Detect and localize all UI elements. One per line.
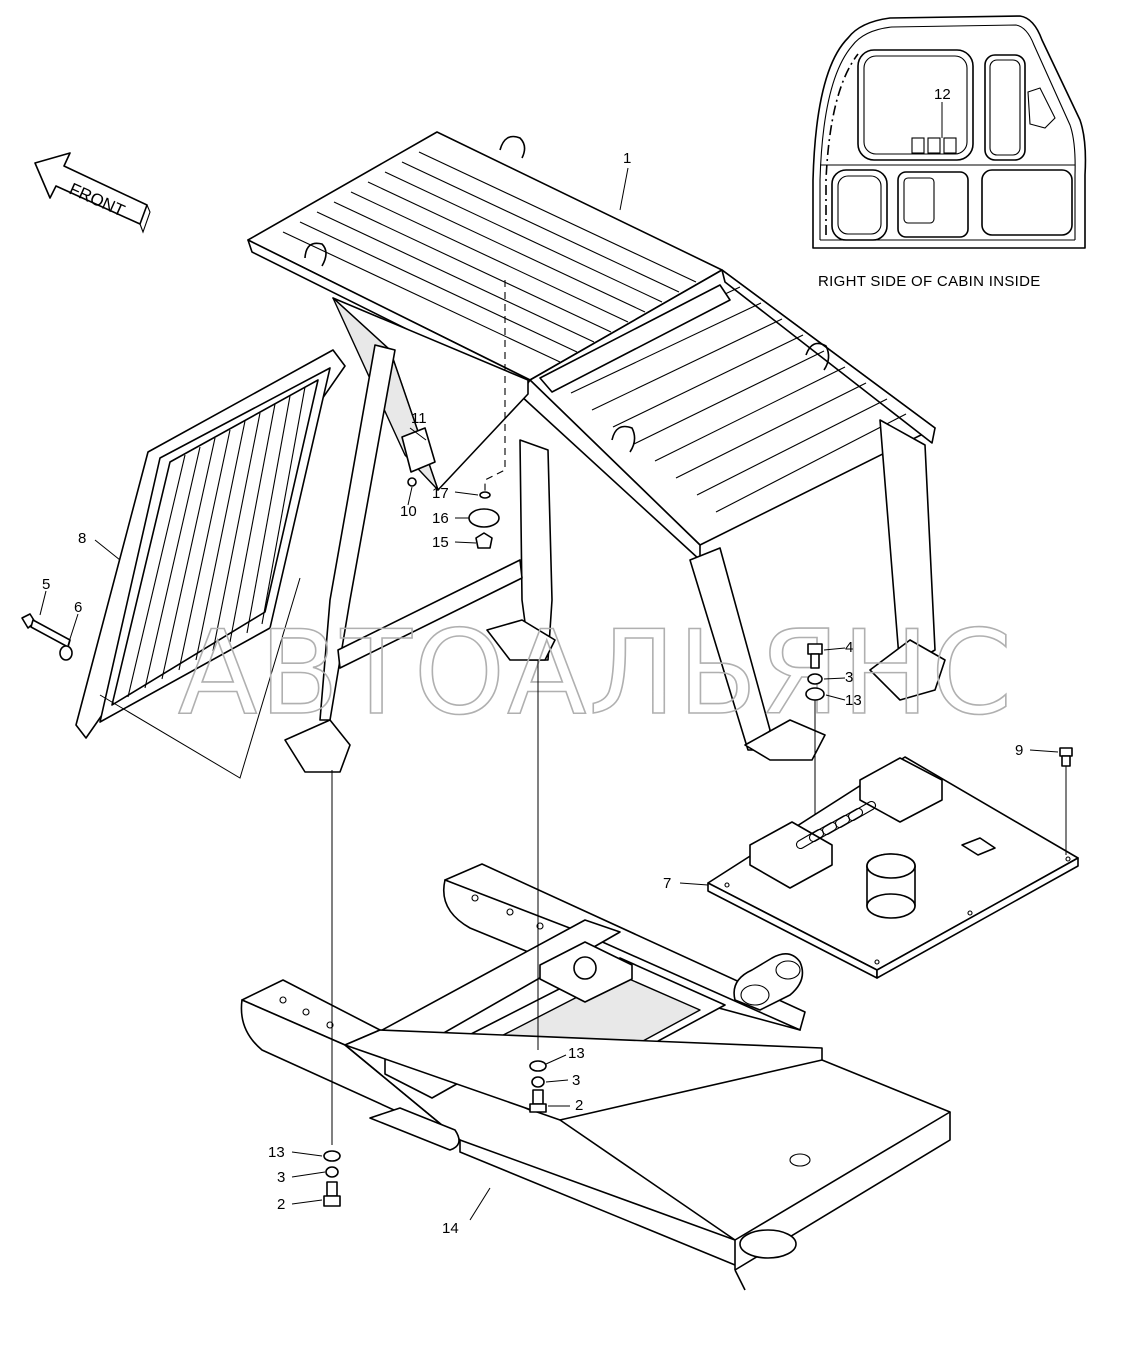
canopy-fastener-dashline [484, 280, 506, 492]
callout-3-left: 3 [277, 1169, 285, 1186]
top-guard: 1 [247, 131, 946, 773]
callout-11: 11 [411, 410, 427, 427]
callout-3-right: 3 [845, 669, 853, 686]
cabin-inset: 12 RIGHT SIDE OF CABIN INSIDE [812, 15, 1087, 290]
watermark: АВТОАЛЬЯНС [178, 606, 1014, 741]
bottom-plate: 7 9 [663, 742, 1079, 979]
callout-1: 1 [623, 150, 631, 167]
callout-15: 15 [432, 534, 449, 551]
callout-8: 8 [78, 530, 86, 547]
callout-12: 12 [934, 86, 951, 103]
small-hardware: 11 17 10 16 15 [400, 410, 500, 551]
callout-13-left: 13 [268, 1144, 285, 1161]
callout-2-left: 2 [277, 1196, 285, 1213]
callout-2-center: 2 [575, 1097, 583, 1114]
callout-13-center: 13 [568, 1045, 585, 1062]
callout-17: 17 [432, 485, 449, 502]
side-screen: 8 5 6 [21, 349, 346, 779]
base-frame: 14 [240, 863, 951, 1291]
callout-5: 5 [42, 576, 50, 593]
callout-7: 7 [663, 875, 671, 892]
callout-4: 4 [845, 639, 853, 656]
callout-6: 6 [74, 599, 82, 616]
callout-3-center: 3 [572, 1072, 580, 1089]
callout-14: 14 [442, 1220, 459, 1237]
inset-caption: RIGHT SIDE OF CABIN INSIDE [818, 273, 1041, 290]
left-fasteners: 13 3 2 [268, 1144, 341, 1213]
right-fasteners: 4 3 13 [805, 639, 862, 820]
callout-10: 10 [400, 503, 417, 520]
callout-16: 16 [432, 510, 449, 527]
center-fasteners: 13 3 2 [529, 1045, 585, 1114]
callout-9: 9 [1015, 742, 1023, 759]
callout-13-right: 13 [845, 692, 862, 709]
front-arrow: FRONT [34, 152, 151, 234]
